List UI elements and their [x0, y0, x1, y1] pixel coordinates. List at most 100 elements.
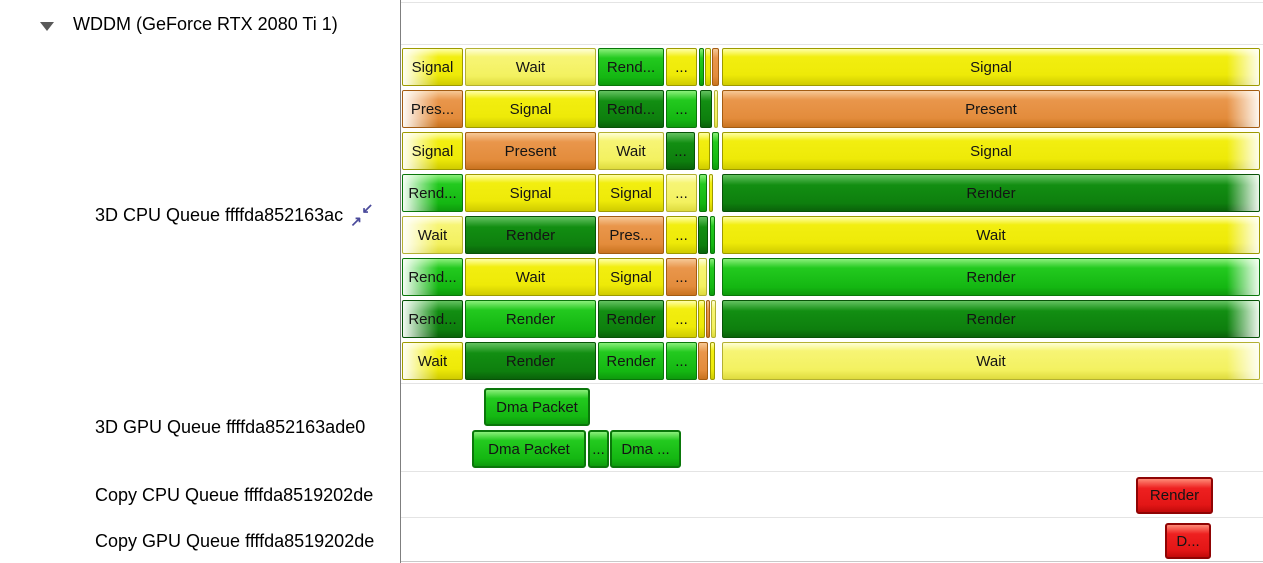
- timeline-segment-label: ...: [592, 440, 605, 458]
- timeline-segment[interactable]: Wait: [402, 342, 463, 380]
- timeline-segment[interactable]: [699, 48, 704, 86]
- timeline-segment-label: Rend...: [408, 184, 457, 202]
- timeline-segment[interactable]: Render: [722, 258, 1260, 296]
- timeline-segment[interactable]: ...: [666, 132, 695, 170]
- timeline-segment[interactable]: Signal: [598, 258, 664, 296]
- expander-triangle-icon[interactable]: [40, 21, 54, 31]
- timeline-segment[interactable]: Rend...: [598, 90, 664, 128]
- timeline-segment[interactable]: Signal: [465, 174, 596, 212]
- timeline-segment[interactable]: Render: [1136, 477, 1213, 514]
- timeline-segment[interactable]: Render: [465, 300, 596, 338]
- timeline-segment[interactable]: Pres...: [402, 90, 463, 128]
- timeline-segment[interactable]: [711, 300, 716, 338]
- timeline-segment[interactable]: [700, 90, 712, 128]
- timeline-segment-label: Present: [965, 100, 1017, 118]
- timeline-segment[interactable]: [698, 342, 708, 380]
- timeline-segment[interactable]: Wait: [722, 342, 1260, 380]
- queue-label-text: 3D GPU Queue ffffda852163ade0: [95, 417, 366, 437]
- grid-line: [401, 44, 1263, 45]
- timeline-segment[interactable]: Render: [722, 300, 1260, 338]
- grid-line: [401, 561, 1263, 562]
- timeline-segment-label: Pres...: [609, 226, 653, 244]
- timeline-segment-label: Dma ...: [621, 440, 670, 458]
- timeline-segment[interactable]: ...: [666, 300, 697, 338]
- timeline-segment[interactable]: Wait: [465, 258, 596, 296]
- timeline-segment[interactable]: [698, 258, 707, 296]
- timeline-segment[interactable]: Render: [722, 174, 1260, 212]
- timeline-segment[interactable]: Rend...: [402, 300, 463, 338]
- timeline-segment[interactable]: Signal: [598, 174, 664, 212]
- timeline-segment[interactable]: Wait: [465, 48, 596, 86]
- timeline-segment[interactable]: ...: [666, 342, 697, 380]
- queue-label-copy-gpu[interactable]: Copy GPU Queue ffffda8519202de: [95, 531, 374, 552]
- timeline-segment[interactable]: [705, 48, 711, 86]
- timeline-segment[interactable]: [709, 174, 713, 212]
- wddm-group-title: WDDM (GeForce RTX 2080 Ti 1): [73, 14, 338, 34]
- wddm-group-header[interactable]: WDDM (GeForce RTX 2080 Ti 1): [40, 14, 338, 35]
- timeline-segment[interactable]: Rend...: [598, 48, 664, 86]
- queue-label-3d-cpu[interactable]: 3D CPU Queue ffffda852163ac ↙ ↗: [95, 200, 374, 229]
- timeline-segment[interactable]: ...: [666, 216, 697, 254]
- timeline-segment[interactable]: [714, 90, 718, 128]
- timeline-segment[interactable]: Wait: [402, 216, 463, 254]
- timeline-segment[interactable]: [712, 132, 719, 170]
- timeline-segment[interactable]: Dma Packet: [484, 388, 590, 426]
- timeline-segment-label: Signal: [509, 184, 552, 202]
- timeline-segment[interactable]: Wait: [598, 132, 664, 170]
- timeline-segment[interactable]: ...: [588, 430, 609, 468]
- timeline-segment-label: Signal: [411, 58, 454, 76]
- timeline-segment[interactable]: [698, 300, 705, 338]
- timeline-segment-label: ...: [675, 352, 688, 370]
- timeline-segment-label: Render: [1149, 487, 1200, 504]
- timeline-segment-label: Wait: [616, 142, 646, 160]
- timeline-segment[interactable]: Signal: [402, 132, 463, 170]
- timeline-segment[interactable]: Rend...: [402, 258, 463, 296]
- timeline-segment-label: ...: [675, 310, 688, 328]
- timeline-segment[interactable]: Present: [465, 132, 596, 170]
- timeline-segment[interactable]: Dma Packet: [472, 430, 586, 468]
- timeline-segment[interactable]: [698, 216, 708, 254]
- timeline-segment[interactable]: [710, 216, 715, 254]
- timeline-segment[interactable]: Pres...: [598, 216, 664, 254]
- timeline-segment[interactable]: ...: [666, 90, 697, 128]
- timeline-segment[interactable]: [709, 258, 715, 296]
- timeline-segment[interactable]: Signal: [722, 48, 1260, 86]
- timeline-segment-label: Wait: [417, 352, 448, 370]
- timeline-segment[interactable]: ...: [666, 48, 697, 86]
- timeline-segment[interactable]: Render: [465, 342, 596, 380]
- timeline-segment[interactable]: Render: [465, 216, 596, 254]
- timeline-segment[interactable]: Render: [598, 342, 664, 380]
- collapse-rows-icon[interactable]: ↙ ↗: [347, 200, 374, 229]
- timeline-segment-label: Dma Packet: [496, 398, 578, 416]
- timeline-segment[interactable]: Signal: [465, 90, 596, 128]
- collapse-arrow-icon: ↙: [361, 200, 374, 216]
- timeline-segment-label: Wait: [976, 226, 1006, 244]
- timeline-segment[interactable]: ...: [666, 258, 697, 296]
- timeline-segment-label: Render: [966, 310, 1016, 328]
- timeline-segment[interactable]: Render: [598, 300, 664, 338]
- timeline-segment[interactable]: Signal: [402, 48, 463, 86]
- queue-label-copy-cpu[interactable]: Copy CPU Queue ffffda8519202de: [95, 485, 373, 506]
- queue-label-3d-gpu[interactable]: 3D GPU Queue ffffda852163ade0: [95, 417, 365, 438]
- timeline-segment[interactable]: [699, 174, 707, 212]
- timeline-segment[interactable]: ...: [666, 174, 697, 212]
- timeline-segment[interactable]: Dma ...: [610, 430, 681, 468]
- timeline-segment[interactable]: Wait: [722, 216, 1260, 254]
- timeline-segment[interactable]: D...: [1165, 523, 1211, 559]
- timeline-segment-label: Wait: [515, 268, 546, 286]
- timeline-segment-label: Render: [505, 226, 556, 244]
- timeline-segment[interactable]: [698, 132, 710, 170]
- timeline-segment[interactable]: [706, 300, 710, 338]
- timeline-segment-label: ...: [675, 226, 688, 244]
- timeline-segment[interactable]: [712, 48, 719, 86]
- panel-divider[interactable]: [400, 0, 401, 563]
- timeline-segment-label: Render: [966, 268, 1016, 286]
- timeline-segment[interactable]: Signal: [722, 132, 1260, 170]
- timeline-segment-label: Dma Packet: [488, 440, 570, 458]
- timeline-segment[interactable]: [710, 342, 715, 380]
- timeline-segment[interactable]: Rend...: [402, 174, 463, 212]
- timeline-segment-label: Signal: [509, 100, 552, 118]
- timeline-segment[interactable]: Present: [722, 90, 1260, 128]
- timeline-segment-label: ...: [675, 100, 688, 118]
- collapse-arrow-icon: ↗: [350, 213, 362, 229]
